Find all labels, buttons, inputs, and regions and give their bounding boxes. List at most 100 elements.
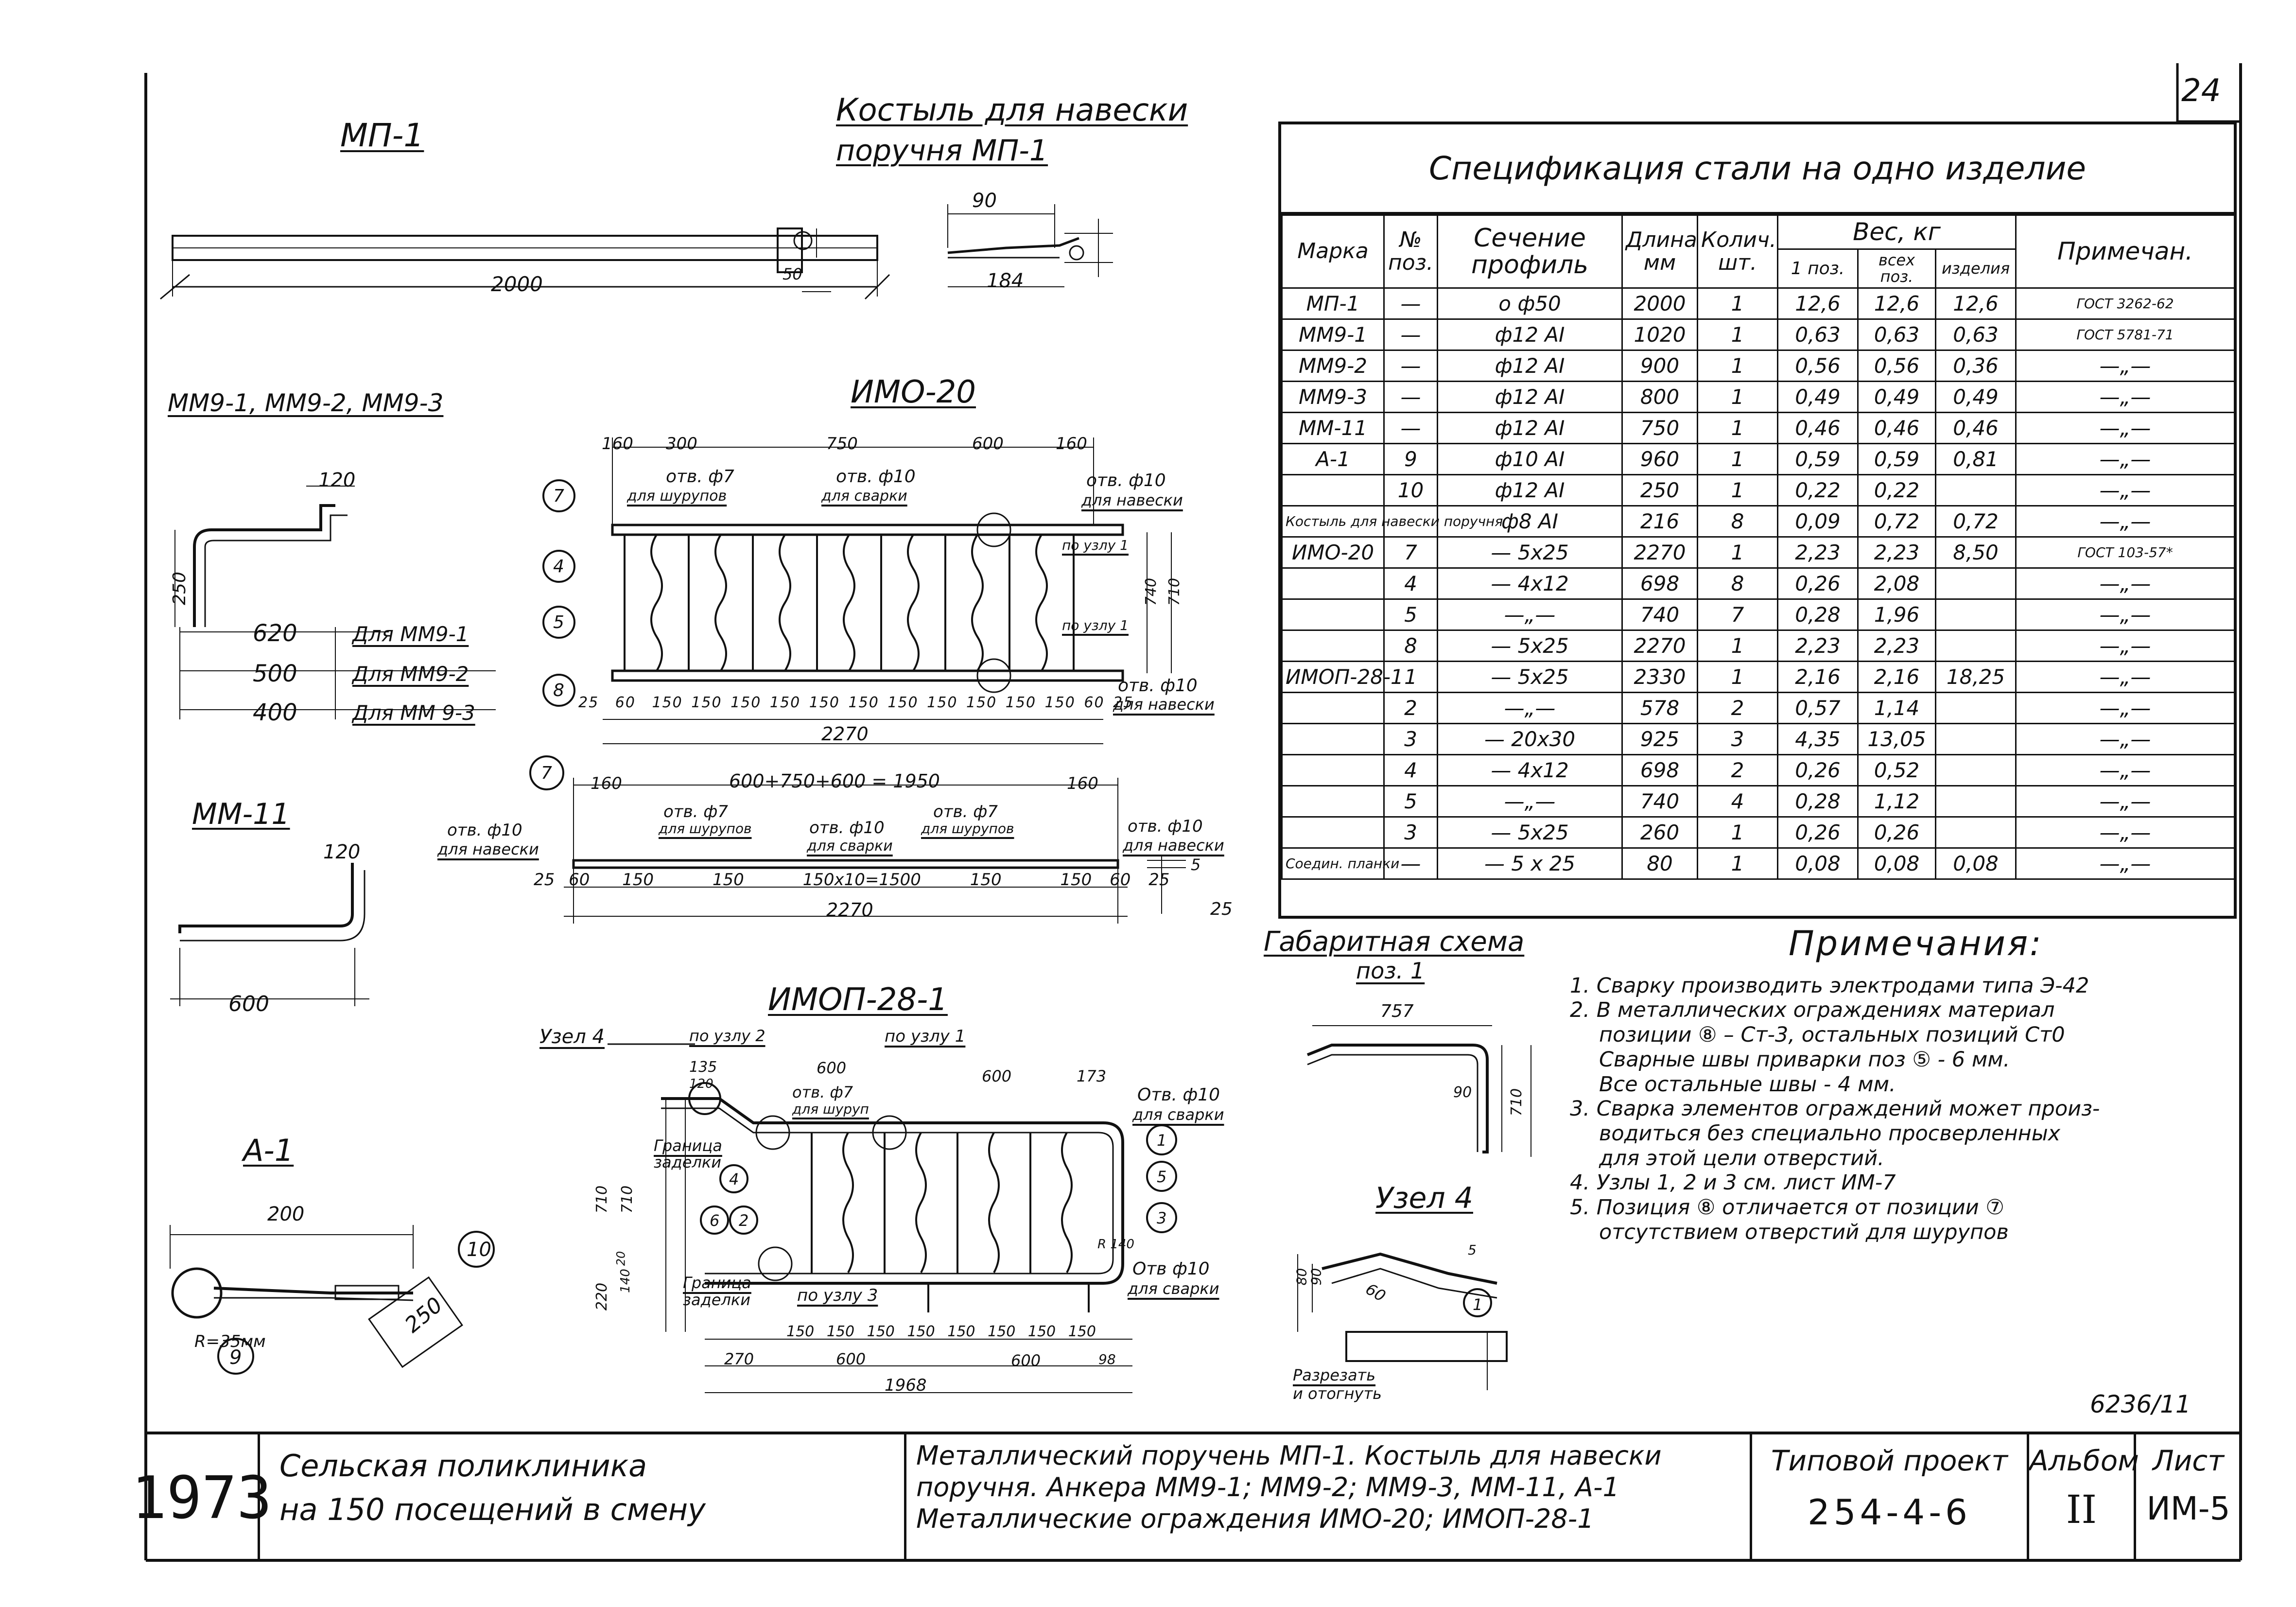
spec-cell-section: ф8 АI	[1437, 505, 1623, 538]
imo20-node-b: по узлу 1	[1062, 617, 1129, 633]
imop281-pos-2: 2	[739, 1211, 749, 1230]
spec-cell-witem	[1934, 692, 2017, 724]
spec-cell-note: —„—	[2015, 754, 2236, 786]
strip7-bd-4: 150x10=1500	[802, 870, 921, 890]
uzel4-cut-sub: и отогнуть	[1293, 1384, 1382, 1403]
spec-cell-count: 1	[1697, 661, 1778, 693]
spec-cell-w1: 0,22	[1777, 474, 1859, 507]
spec-cell-pos: 8	[1383, 629, 1438, 662]
strip7-bd-7: 60	[1110, 870, 1131, 890]
spec-cell-length: 260	[1621, 816, 1698, 849]
spec-cell-wall: 0,56	[1857, 349, 1936, 382]
spec-cell-pos: —	[1383, 349, 1438, 382]
spec-cell-section: —„—	[1437, 785, 1623, 818]
spec-cell-note: —„—	[2015, 567, 2236, 600]
imo20-bar	[714, 534, 727, 672]
spec-cell-witem: 0,49	[1934, 381, 2017, 413]
imop281-row2-600b: 600	[1011, 1351, 1041, 1370]
gabarit-drawing	[1306, 1025, 1531, 1157]
spec-cell-count: 2	[1697, 754, 1778, 786]
spec-cell-section: ф12 АI	[1437, 474, 1623, 507]
col-count: Колич. шт.	[1697, 214, 1778, 289]
imop281-node4: Узел 4	[539, 1026, 605, 1048]
imop281-node2: по узлу 2	[689, 1027, 765, 1045]
spec-cell-note: —„—	[2015, 785, 2236, 818]
imo20-bd-10: 150	[966, 694, 997, 711]
col-section: Сечение профиль	[1437, 214, 1623, 289]
spec-cell-mark: МП-1	[1281, 287, 1385, 320]
mp1-title: МП-1	[340, 117, 424, 154]
spec-cell-witem	[1934, 474, 2017, 507]
spec-cell-witem: 12,6	[1934, 287, 2017, 320]
strip7-hole10c: отв. ф10	[809, 818, 885, 838]
spec-cell-mark: ММ9-2	[1281, 349, 1385, 382]
spec-cell-section: ф10 АI	[1437, 443, 1623, 475]
spec-cell-section: — 5х25	[1437, 629, 1623, 662]
spec-cell-mark	[1281, 723, 1385, 755]
imo20-bar	[779, 534, 791, 672]
spec-cell-w1: 0,08	[1777, 847, 1859, 880]
spec-cell-length: 698	[1621, 567, 1698, 600]
spec-cell-wall: 0,52	[1857, 754, 1936, 786]
spec-cell-mark: ММ-11	[1281, 412, 1385, 444]
strip7-hole10c-sub: для сварки	[807, 838, 893, 855]
note-2b: позиции ⑧ – Ст-3, остальных позиций Ст0	[1599, 1023, 2065, 1048]
mm9-title: ММ9-1, ММ9-2, ММ9-3	[168, 389, 444, 417]
spec-cell-pos: —	[1383, 412, 1438, 444]
gabarit-dim-90: 90	[1453, 1084, 1472, 1101]
a1-radius: R=35мм	[194, 1332, 266, 1351]
spec-cell-length: 800	[1621, 381, 1698, 413]
imo20-total: 2270	[821, 723, 869, 745]
imop281-pos-1: 1	[1157, 1131, 1167, 1150]
spec-cell-mark	[1281, 692, 1385, 724]
imo20-hole7-sub: для шурупов	[627, 488, 727, 505]
imo20-dim-1: 160	[602, 434, 633, 454]
strip7-hole7b-sub: для шурупов	[921, 821, 1014, 837]
spec-cell-pos: —	[1383, 381, 1438, 413]
spec-cell-length: 750	[1621, 412, 1698, 444]
spec-cell-pos: —	[1383, 318, 1438, 351]
spec-cell-length: 698	[1621, 754, 1698, 786]
spec-cell-note: ГОСТ 103-57*	[2015, 536, 2236, 569]
imop281-title: ИМОП-28-1	[768, 982, 948, 1018]
spec-cell-length: 900	[1621, 349, 1698, 382]
spec-cell-mark: Костыль для навески поручня	[1281, 505, 1503, 538]
mm9-label-2: Для ММ9-2	[352, 662, 469, 686]
uzel4-dim-90: 90	[1308, 1268, 1324, 1286]
spec-cell-witem: 0,36	[1934, 349, 2017, 382]
spec-cell-length: 925	[1621, 723, 1698, 755]
imo20-title: ИМО-20	[851, 374, 976, 410]
spec-cell-wall: 1,96	[1857, 598, 1936, 631]
spec-cell-wall: 2,23	[1857, 536, 1936, 569]
spec-cell-length: 578	[1621, 692, 1698, 724]
imop281-border1-sub: заделки	[654, 1153, 722, 1171]
imo20-bd-12: 150	[1044, 694, 1076, 711]
uzel4-dim-5: 5	[1468, 1242, 1477, 1258]
spec-cell-mark: ММ9-1	[1281, 318, 1385, 351]
imo20-bd-8: 150	[887, 694, 919, 711]
imo20-pos-4: 4	[553, 557, 564, 576]
spec-cell-note: —„—	[2015, 816, 2236, 849]
stamp-year: 1973	[131, 1464, 272, 1532]
spec-cell-witem	[1934, 816, 2017, 849]
stamp-sheet: Лист ИМ-5	[2134, 1434, 2241, 1562]
stamp-object: Сельская поликлиника на 150 посещений в …	[258, 1434, 904, 1562]
spec-cell-section: — 4х12	[1437, 567, 1623, 600]
imop281-left-220: 220	[593, 1282, 611, 1311]
imo20-height-1: 740	[1143, 577, 1160, 606]
spec-cell-note: ГОСТ 5781-71	[2015, 318, 2236, 351]
spec-cell-mark	[1281, 567, 1385, 600]
mp1-end-view	[777, 227, 831, 292]
spec-cell-mark	[1281, 598, 1385, 631]
imop281-row2-270: 270	[724, 1350, 754, 1368]
spec-title: Спецификация стали на одно изделие	[1281, 124, 2234, 214]
stamp-desc: Металлический поручень МП-1. Костыль для…	[904, 1434, 1750, 1562]
imop281-left-140: 140	[618, 1269, 633, 1293]
spec-cell-witem	[1934, 629, 2017, 662]
imo20-hole10b: отв. ф10	[1086, 471, 1166, 490]
spec-cell-pos: 4	[1383, 754, 1438, 786]
spec-cell-note: —„—	[2015, 412, 2236, 444]
